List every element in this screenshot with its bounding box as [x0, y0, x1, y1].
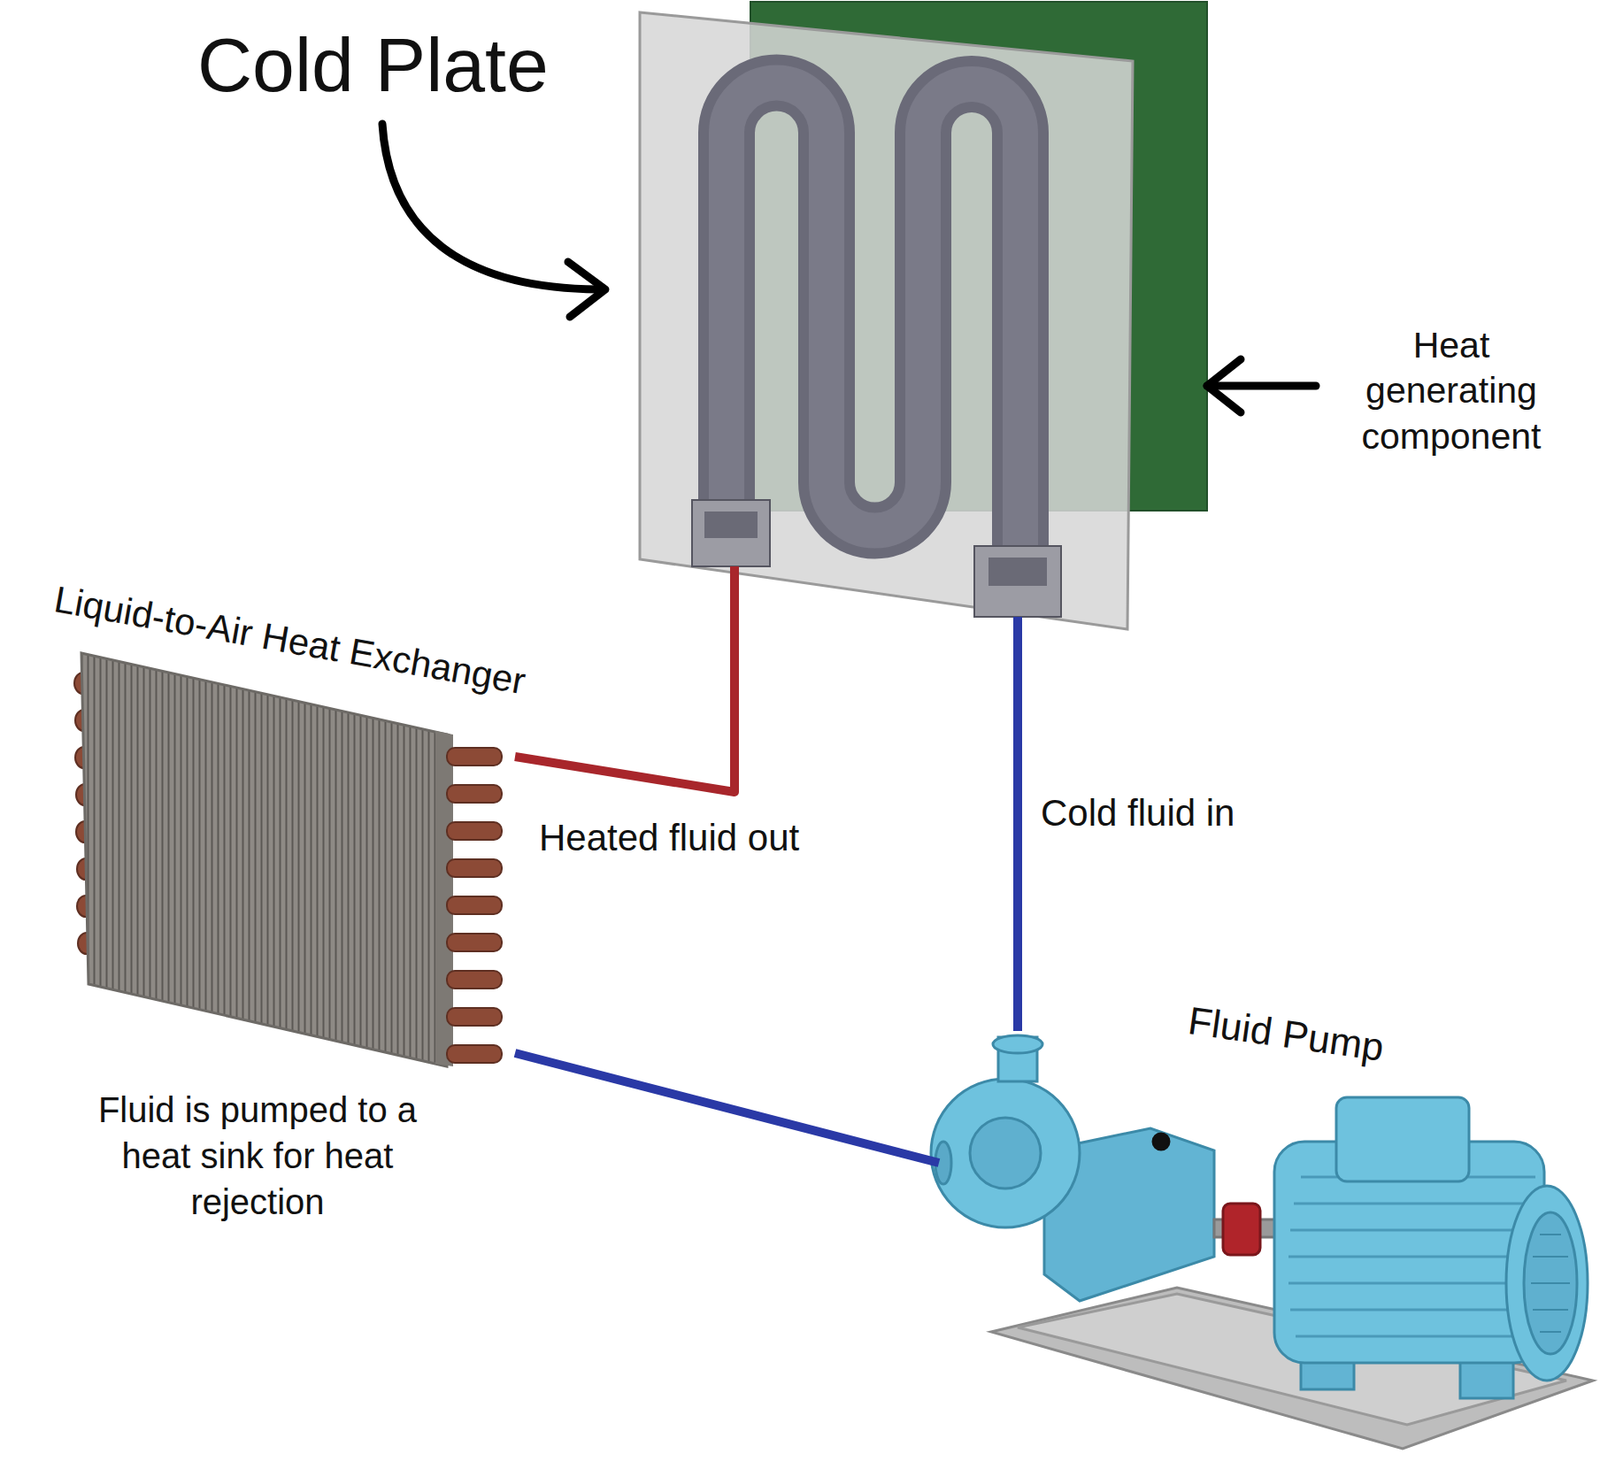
pump-drawing: [930, 1035, 1593, 1449]
pipe-label: Heated fluid out: [538, 815, 800, 861]
fluid-pump: Fluid Pump: [938, 1030, 1593, 1449]
heat-exchanger-drawing: [74, 653, 502, 1067]
heat-component: Heat generating component: [750, 1, 1208, 511]
part-name: Fluid Pump: [1184, 997, 1387, 1071]
heat-exchanger: Liquid-to-Air Heat Exchanger: [76, 637, 516, 1071]
part-name: Liquid-to-Air Heat Exchanger: [51, 576, 530, 704]
fluid-pipe: [515, 1053, 939, 1163]
note-text: Fluid is pumped to a heat sink for heat …: [67, 1086, 448, 1225]
cold-plate: Cold Plate: [639, 12, 1133, 630]
cold-plate-drawing: [639, 12, 1133, 631]
fluid-pipe: [515, 629, 735, 793]
fluid-pipe: [1013, 629, 1023, 1031]
leader-arrow: [382, 123, 606, 317]
leader-arrow: [1207, 359, 1316, 413]
part-name: Heat generating component: [1340, 323, 1562, 460]
part-name: Cold Plate: [197, 19, 549, 111]
pipe-label: Cold fluid in: [1040, 791, 1235, 836]
